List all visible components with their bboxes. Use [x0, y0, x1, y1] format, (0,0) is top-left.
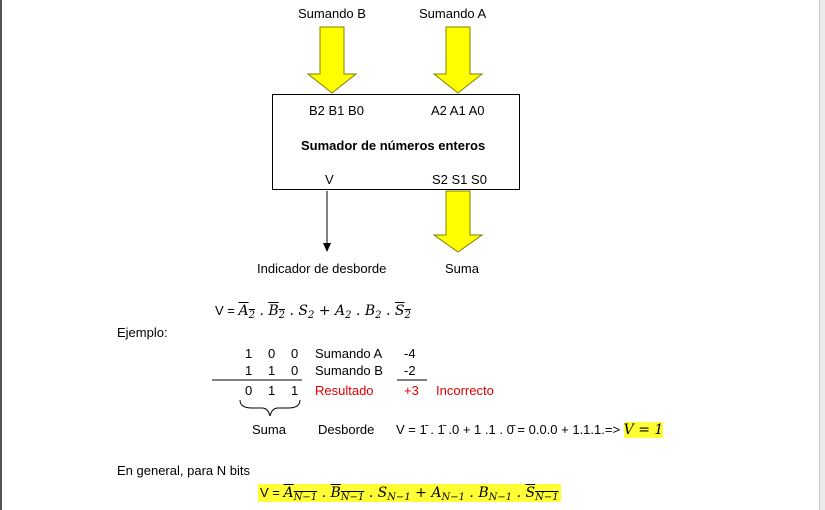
sum-label: Suma — [445, 261, 479, 276]
box-outputs-s: S2 S1 S0 — [432, 172, 487, 187]
row-b-label: Sumando B — [315, 363, 383, 378]
row-result-bit-0: 1 — [291, 383, 299, 398]
result-brace — [239, 399, 301, 417]
adder-block — [272, 94, 520, 190]
box-inputs-b: B2 B1 B0 — [309, 103, 364, 118]
window-scrollbar[interactable] — [819, 0, 825, 510]
row-result-value: +3 — [404, 383, 419, 398]
example-calc-result: V = 1 — [623, 422, 664, 438]
overflow-label: Indicador de desborde — [257, 261, 387, 276]
row-b-bit-1: 1 — [268, 363, 276, 378]
input-a-arrow — [432, 26, 484, 94]
row-b-bit-2: 1 — [245, 363, 253, 378]
example-calculation: V = 1̄ . 1̄ .0 + 1 .1 . 0̄ = 0.0.0 + 1.1… — [396, 422, 664, 438]
row-b-bit-0: 0 — [291, 363, 299, 378]
overflow-formula: V = A2 . B2 . S2 + A2 . B2 . S2 — [215, 303, 411, 321]
example-desborde-label: Desborde — [318, 422, 375, 437]
row-result-label: Resultado — [315, 383, 374, 398]
row-a-bit-1: 0 — [268, 346, 276, 361]
row-a-value: -4 — [404, 346, 416, 361]
input-b-label: Sumando B — [298, 6, 366, 21]
row-a-label: Sumando A — [315, 346, 383, 361]
row-a-bit-0: 0 — [291, 346, 299, 361]
overflow-arrowhead — [323, 243, 331, 252]
row-result-note: Incorrecto — [436, 383, 494, 398]
row-a-bit-2: 1 — [245, 346, 253, 361]
sum-output-arrow — [432, 190, 484, 253]
row-result-bit-2: 0 — [245, 383, 253, 398]
general-formula: V = AN−1 . BN−1 . SN−1 + AN−1 . BN−1 . S… — [258, 484, 561, 503]
example-title: Ejemplo: — [117, 325, 168, 340]
box-title: Sumador de números enteros — [301, 138, 486, 153]
row-b-value: -2 — [404, 363, 416, 378]
input-a-label: Sumando A — [419, 6, 487, 21]
box-inputs-a: A2 A1 A0 — [431, 103, 485, 118]
window-left-border — [0, 0, 2, 510]
general-title: En general, para N bits — [117, 463, 250, 478]
row-result-bit-1: 1 — [268, 383, 276, 398]
box-output-v: V — [325, 172, 334, 187]
input-b-arrow — [306, 26, 358, 94]
example-suma-label: Suma — [252, 422, 286, 437]
